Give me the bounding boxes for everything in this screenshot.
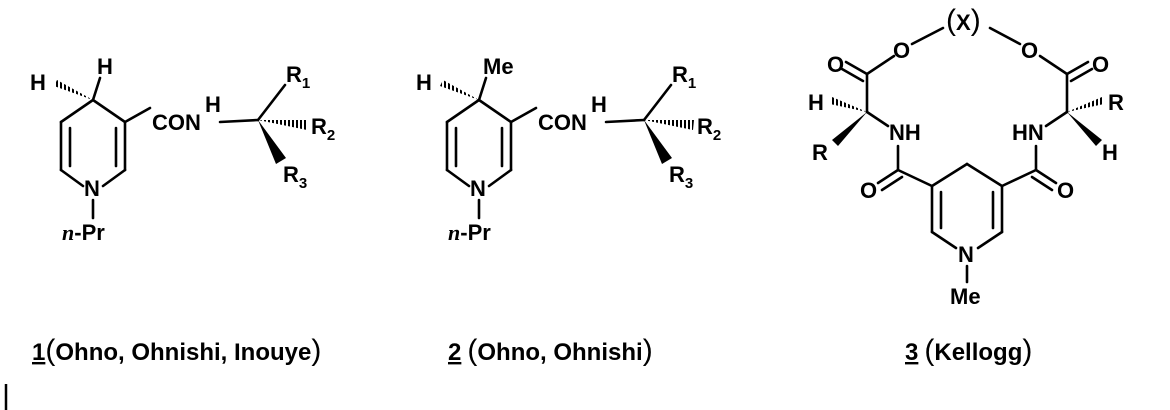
s2-hash-r2	[644, 120, 694, 130]
s1-r1: R1	[286, 62, 310, 92]
caption-1: 1(Ohno, Ohnishi, Inouye)	[32, 334, 321, 367]
s1-h-right: H	[97, 54, 113, 79]
s3-h-left: H	[808, 90, 824, 115]
s3-bond-cam-o-left-1	[876, 168, 900, 185]
s3-bond-cam-o-right-1	[1034, 168, 1058, 185]
s2-n: N	[470, 176, 486, 201]
s1-hash-wedge-h	[54, 80, 93, 100]
caption-3-names: Kellogg	[934, 339, 1022, 366]
s3-r-right: R	[1108, 90, 1124, 115]
s3-bond-cam-o-left-2	[880, 175, 904, 192]
s3-bond-x-o-left	[910, 26, 945, 46]
s2-hash-wedge-h	[440, 80, 479, 100]
s3-bond-c6-n	[976, 230, 1004, 250]
s1-npr: n-Pr	[62, 220, 105, 245]
s3-bond-c3-c4	[930, 162, 969, 188]
s2-bond-cstar-r1	[642, 83, 673, 122]
s2-con: CON	[538, 110, 587, 135]
s3-bond-c2-n	[930, 230, 958, 250]
s3-bond-ca-nh-left	[865, 110, 890, 128]
s3-bond-co-right-1	[1065, 60, 1090, 76]
s3-hn-right: HN	[1012, 120, 1044, 145]
s3-hash-h-left	[830, 97, 867, 112]
s2-bond-c4-me	[477, 76, 488, 102]
s3-bond-o-c-right	[1038, 54, 1069, 76]
s2-h: H	[416, 70, 432, 95]
caption-3-number: 3	[905, 339, 918, 366]
s2-amide-h: H	[591, 92, 607, 117]
structure-3: (X) O O O O H R R H NH HN O	[808, 4, 1124, 309]
s3-o-carbonyl-right: O	[1092, 52, 1109, 77]
s1-hash-r2	[258, 120, 308, 130]
s3-n: N	[958, 242, 974, 267]
s1-amide-h: H	[205, 92, 221, 117]
s2-bond-c5-c4	[445, 98, 481, 124]
caption-1-names: Ohno, Ohnishi, Inouye	[55, 339, 311, 366]
svg-text:1(Ohno, Ohnishi, Inouye): 1(Ohno, Ohnishi, Inouye)	[32, 334, 321, 367]
s1-bond-c2-n	[101, 168, 127, 188]
s1-con: CON	[152, 110, 201, 135]
s3-me: Me	[950, 284, 981, 309]
s3-x: (X)	[946, 4, 981, 37]
s1-bond-c4-c3	[91, 98, 127, 124]
s2-me: Me	[483, 54, 514, 79]
s2-bond-n-cstar	[604, 118, 646, 124]
s1-bond-c4-h	[91, 76, 102, 102]
s3-h-right: H	[1102, 140, 1118, 165]
s3-nh-left: NH	[889, 120, 921, 145]
s2-npr: n-Pr	[448, 220, 491, 245]
s2-bond-c2-n	[487, 168, 513, 188]
s3-bond-co-right-2	[1069, 67, 1094, 83]
caption-3: 3(Kellogg)	[905, 334, 1032, 367]
s3-bond-co-left-2	[840, 67, 865, 83]
s3-bond-cam-o-right-2	[1030, 175, 1054, 192]
s3-o-carbonyl-left: O	[827, 52, 844, 77]
caption-2-names: Ohno, Ohnishi	[477, 339, 642, 366]
s2-wedge-r3	[644, 120, 672, 164]
s3-o-ester-left: O	[893, 38, 910, 63]
s2-r1: R1	[672, 62, 696, 92]
s1-r3: R3	[283, 162, 307, 192]
s2-bond-n-c6	[445, 168, 471, 188]
s1-bond-n-c6	[59, 168, 85, 188]
structure-2: H Me CON H R1 R2 R3 N n-Pr	[416, 54, 721, 245]
s3-bond-o-c-left	[865, 54, 896, 76]
s3-bond-c4-c5	[965, 162, 1004, 188]
s1-h-left: H	[30, 70, 46, 95]
svg-text:2(Ohno, Ohnishi): 2(Ohno, Ohnishi)	[448, 334, 653, 367]
s3-bond-x-o-right	[988, 26, 1022, 46]
s1-bond-cstar-r1	[256, 83, 287, 122]
s3-bond-cam-c3	[896, 168, 934, 188]
s2-bond-c4-c3	[477, 98, 513, 124]
svg-text:3(Kellogg): 3(Kellogg)	[905, 334, 1032, 367]
s1-bond-c5-c4	[59, 98, 95, 124]
s1-r2: R2	[311, 114, 335, 144]
s3-wedge-r-left	[832, 112, 867, 146]
caption-2-number: 2	[448, 339, 461, 366]
caption-2: 2(Ohno, Ohnishi)	[448, 334, 653, 367]
s3-o-amide-left: O	[860, 178, 877, 203]
s1-bond-n-cstar	[218, 118, 260, 124]
s3-wedge-h-right	[1067, 112, 1102, 146]
s3-hash-r-right	[1067, 97, 1104, 112]
s2-bond-c3-co	[509, 106, 538, 124]
s1-bond-c3-co	[123, 106, 152, 124]
caption-1-number: 1	[32, 339, 45, 366]
s3-bond-co-left-1	[844, 60, 869, 76]
s3-o-amide-right: O	[1057, 178, 1074, 203]
s1-wedge-r3	[258, 120, 286, 164]
s3-r-left: R	[812, 140, 828, 165]
structure-1: H H CON H R1 R2 R3 N n-Pr	[30, 54, 335, 245]
s2-r3: R3	[669, 162, 693, 192]
s2-r2: R2	[697, 114, 721, 144]
s1-n: N	[84, 176, 100, 201]
s3-o-ester-right: O	[1021, 38, 1038, 63]
s3-bond-ca-nh-right	[1044, 110, 1069, 128]
s3-bond-cam-c5	[1000, 168, 1038, 188]
